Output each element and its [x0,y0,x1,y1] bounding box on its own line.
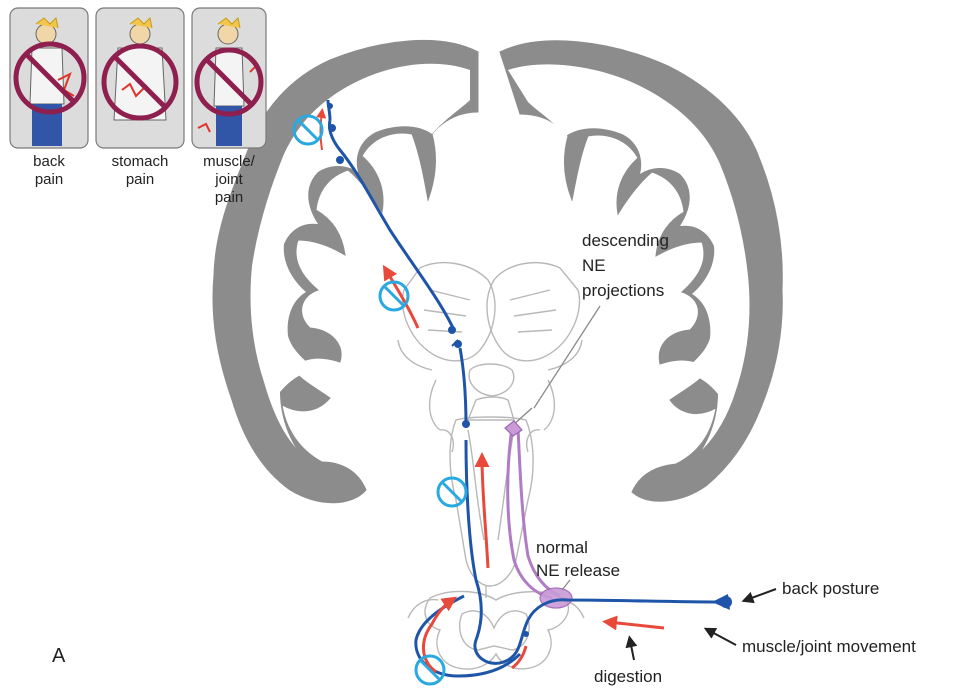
panel-letter: A [52,645,66,667]
panel-caption-muscle-line3: pain [215,189,243,206]
panel-caption-stomach-line1: stomach [112,153,169,170]
normal-release-pointer [562,580,570,590]
label-descending-line2: NE [582,256,606,275]
pain-panel-muscle [192,8,266,148]
pain-panel-back [10,8,88,148]
panel-caption-stomach-line2: pain [126,171,154,188]
label-descending-line1: descending [582,231,669,250]
muscle-joint-arrow [708,630,736,645]
back-posture-arrow [746,589,776,600]
block-icon-spinal [416,656,444,684]
ascending-neuron [328,100,720,676]
panel-caption-muscle-line1: muscle/ [203,153,256,170]
digestion-arrow [630,640,634,660]
panel-caption-muscle-line2: joint [214,171,243,188]
label-descending-line3: projections [582,281,664,300]
label-back-posture: back posture [782,579,879,598]
label-muscle-joint: muscle/joint movement [742,637,916,656]
cortex-right-hemisphere [500,41,782,501]
panel-caption-back-line2: pain [35,171,63,188]
label-normal-line1: normal [536,538,588,557]
panel-caption-back-line1: back [33,153,65,170]
pain-panel-stomach [96,8,184,148]
label-normal-line2: NE release [536,561,620,580]
label-digestion: digestion [594,667,662,686]
